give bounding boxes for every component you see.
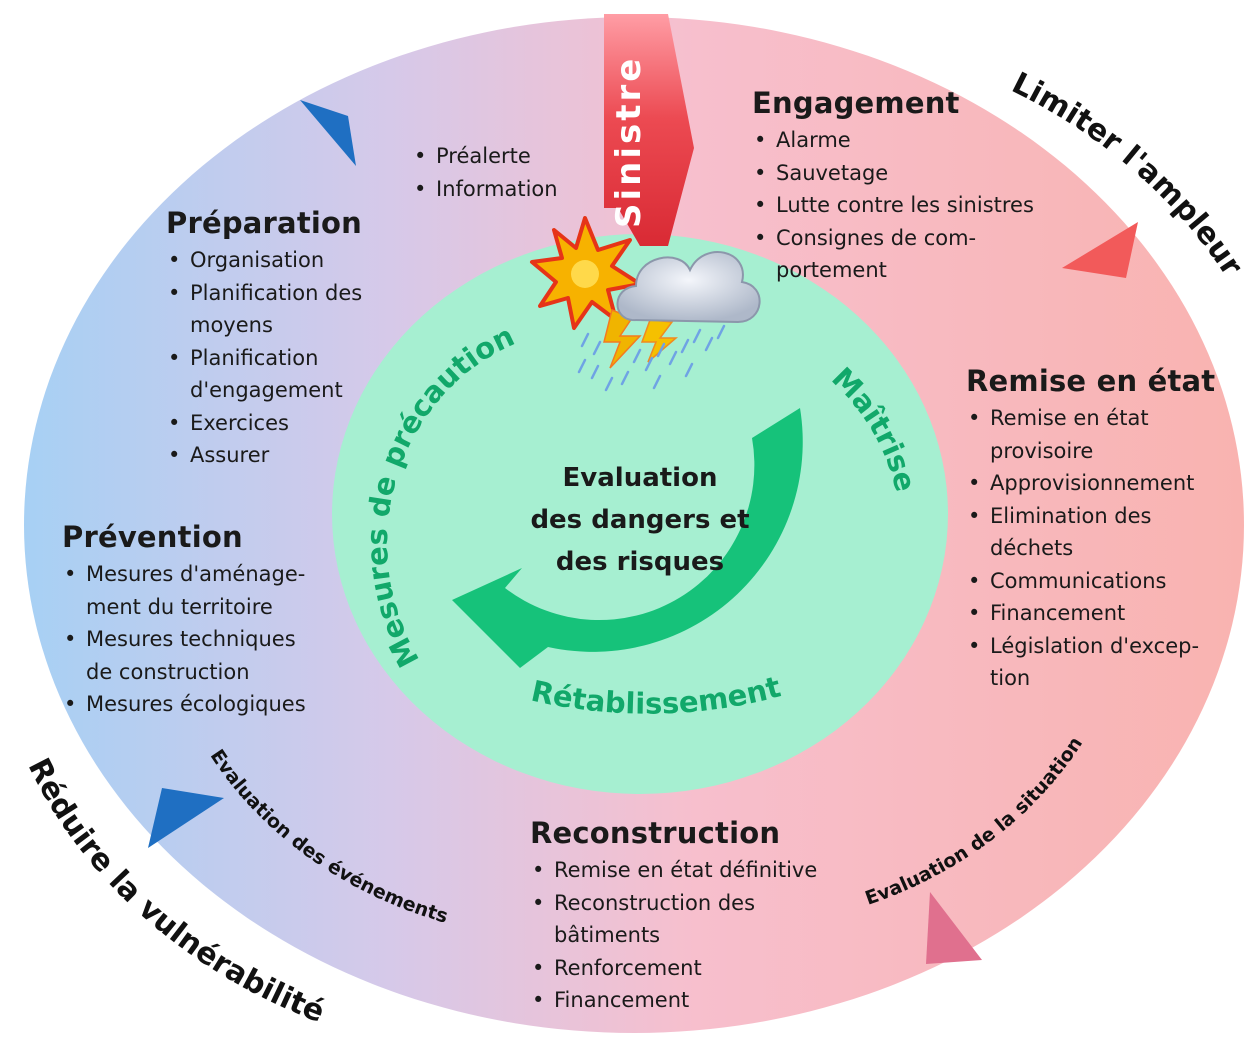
prevention-item: Mesures écologiques: [62, 688, 306, 721]
remise-item: Législation d'excep-tion: [966, 630, 1215, 695]
reconstruction-item: Remise en état définitive: [530, 854, 817, 887]
reconstruction-item: Renforcement: [530, 952, 817, 985]
center-title: Evaluation des dangers et des risques: [530, 463, 749, 577]
engagement-item: Consignes de com-portement: [752, 222, 1034, 287]
prevention-item: Mesures d'aménage-ment du territoire: [62, 558, 306, 623]
preparation-item: Organisation: [166, 244, 362, 277]
sinistre-label: Sinistre: [609, 56, 649, 228]
engagement-block: Engagement AlarmeSauvetageLutte contre l…: [752, 86, 1034, 287]
reconstruction-block: Reconstruction Remise en état définitive…: [530, 816, 817, 1017]
remise-block: Remise en état Remise en étatprovisoireA…: [966, 364, 1215, 695]
engagement-item: Sauvetage: [752, 157, 1034, 190]
alert-item: Information: [412, 173, 558, 206]
remise-title: Remise en état: [966, 364, 1216, 398]
prevention-block: Prévention Mesures d'aménage-ment du ter…: [62, 520, 306, 721]
preparation-item: Assurer: [166, 439, 362, 472]
engagement-item: Lutte contre les sinistres: [752, 189, 1034, 222]
preparation-block: Préparation OrganisationPlanification de…: [166, 206, 362, 472]
center-line-3: des risques: [556, 547, 724, 577]
reconstruction-item: Financement: [530, 984, 817, 1017]
explosion-icon: [530, 216, 642, 330]
remise-item: Financement: [966, 597, 1215, 630]
preparation-list: OrganisationPlanification desmoyensPlani…: [166, 244, 362, 472]
engagement-list: AlarmeSauvetageLutte contre les sinistre…: [752, 124, 1034, 287]
lightning-icon: [603, 308, 679, 369]
cloud-icon: [616, 251, 761, 324]
rain-icon: [577, 324, 726, 392]
remise-item: Approvisionnement: [966, 467, 1215, 500]
blue-marker-top: [300, 100, 356, 166]
reconstruction-title: Reconstruction: [530, 816, 781, 850]
prevention-list: Mesures d'aménage-ment du territoireMesu…: [62, 558, 306, 721]
red-marker: [1062, 222, 1138, 278]
prevention-title: Prévention: [62, 520, 243, 554]
preparation-title: Préparation: [166, 206, 362, 240]
blue-marker-bottom: [148, 788, 224, 848]
pink-marker: [926, 892, 982, 964]
engagement-item: Alarme: [752, 124, 1034, 157]
center-line-1: Evaluation: [563, 463, 718, 493]
preparation-item: Exercices: [166, 407, 362, 440]
sinistre-arrow: Sinistre: [604, 14, 694, 246]
inner-ellipse: [332, 234, 948, 794]
alert-block: PréalerteInformation: [412, 140, 558, 205]
cycle-arrow: [452, 408, 803, 668]
engagement-title: Engagement: [752, 86, 960, 120]
center-line-2: des dangers et: [530, 505, 749, 535]
remise-item: Communications: [966, 565, 1215, 598]
reconstruction-list: Remise en état définitiveReconstruction …: [530, 854, 817, 1017]
remise-list: Remise en étatprovisoireApprovisionnemen…: [966, 402, 1215, 695]
alert-item: Préalerte: [412, 140, 558, 173]
alert-list: PréalerteInformation: [412, 140, 558, 205]
